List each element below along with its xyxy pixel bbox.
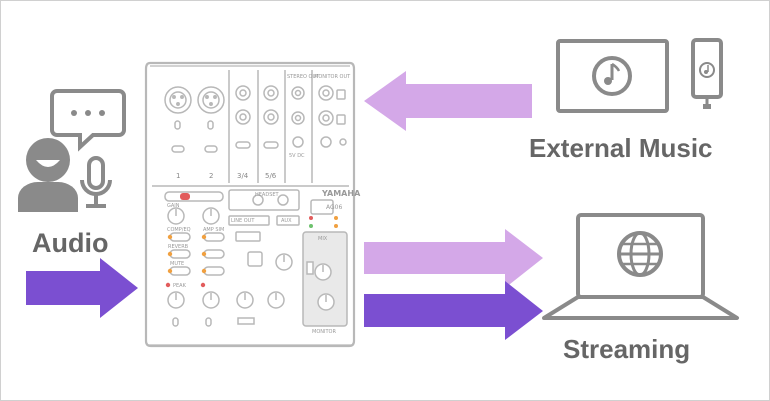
external-music-label: External Music [529, 133, 713, 163]
label-power: 5V DC [289, 153, 305, 159]
mixer-text: YAMAHA AG06 1 2 3/4 5/6 MONITOR OUT STER… [167, 74, 361, 335]
label-comp-eq: COMP/EQ [167, 227, 191, 233]
laptop-globe-icon [542, 213, 739, 320]
label-amp-sim: AMP SIM [203, 227, 224, 233]
tablet-music-icon [556, 39, 669, 113]
channel-number-5-6: 5/6 [265, 172, 277, 180]
label-peak: PEAK [173, 283, 187, 289]
label-monitor-out: MONITOR OUT [314, 74, 351, 80]
label-headset: HEADSET [255, 192, 280, 198]
mixer-accents [165, 193, 338, 288]
label-aux: AUX [281, 218, 292, 224]
person-icon [18, 138, 78, 212]
channel-number-3-4: 3/4 [237, 172, 249, 180]
label-mute: MUTE [170, 261, 184, 267]
channel-number-1: 1 [176, 172, 180, 180]
mixer-device [144, 61, 356, 348]
mixer-model: AG06 [326, 204, 342, 211]
speech-bubble-icon [50, 89, 126, 152]
audio-to-streaming-arrow [364, 281, 543, 340]
label-line-out: LINE OUT [231, 218, 255, 224]
label-gain: GAIN [167, 203, 180, 209]
music-to-streaming-arrow [364, 229, 543, 288]
streaming-label: Streaming [563, 334, 690, 364]
audio-input-arrow [26, 258, 138, 318]
mixer-brand: YAMAHA [321, 189, 361, 198]
label-reverb: REVERB [168, 244, 189, 250]
external-music-arrow [364, 71, 532, 131]
label-stereo-out: STEREO OUT [287, 74, 320, 80]
label-monitor: MONITOR [312, 329, 336, 335]
channel-number-2: 2 [209, 172, 213, 180]
phone-music-icon [691, 38, 723, 109]
microphone-icon [80, 156, 112, 208]
audio-label: Audio [32, 228, 108, 258]
label-mix: MIX [318, 236, 328, 242]
